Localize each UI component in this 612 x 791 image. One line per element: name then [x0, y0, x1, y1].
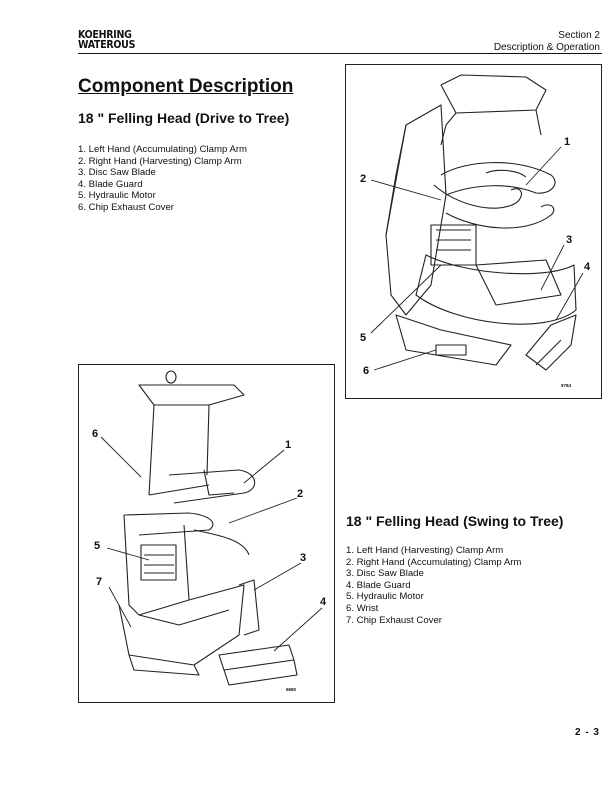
callout-5: 5: [94, 540, 100, 552]
figure-code: 9680: [286, 687, 297, 692]
list-item: 4. Blade Guard: [346, 579, 411, 591]
felling-head-drive-illustration: 1 2 3 4 5 6 9784: [360, 74, 591, 388]
callout-5: 5: [360, 332, 366, 344]
callout-4: 4: [584, 261, 591, 273]
list-item: 1. Left Hand (Harvesting) Clamp Arm: [346, 545, 504, 556]
section-title: Description & Operation: [493, 42, 600, 53]
callout-2: 2: [297, 488, 303, 500]
list-item: 5. Hydraulic Motor: [78, 190, 156, 202]
figure-code: 9784: [561, 383, 572, 388]
figure-drive-to-tree: 1 2 3 4 5 6 9784: [345, 64, 602, 399]
page-number: 2 - 3: [574, 727, 600, 738]
section-header: Section 2 Description & Operation: [494, 30, 600, 54]
callout-3: 3: [300, 552, 306, 564]
callout-6: 6: [92, 428, 98, 440]
section-number: Section 2: [558, 30, 600, 41]
drive-component-list: 1. Left Hand (Accumulating) Clamp Arm 2.…: [78, 144, 247, 214]
list-item: 4. Blade Guard: [78, 178, 143, 190]
list-item: 1. Left Hand (Accumulating) Clamp Arm: [78, 144, 248, 155]
list-item: 5. Hydraulic Motor: [346, 591, 424, 603]
list-item: 3. Disc Saw Blade: [346, 568, 424, 580]
list-item: 6. Wrist: [346, 602, 379, 614]
list-item: 6. Chip Exhaust Cover: [78, 201, 174, 213]
page-title: Component Description: [78, 76, 294, 97]
callout-3: 3: [566, 234, 572, 246]
list-item: 7. Chip Exhaust Cover: [346, 614, 442, 626]
logo-line-1: KOEHRING: [78, 29, 132, 41]
felling-head-swing-illustration: 6 1 2 5 3 7 4 9680: [92, 370, 327, 692]
company-logo: KOEHRING WATEROUS: [78, 29, 136, 51]
callout-7: 7: [96, 576, 102, 588]
swing-component-list: 1. Left Hand (Harvesting) Clamp Arm 2. R…: [346, 545, 521, 626]
callout-1: 1: [285, 439, 291, 451]
figure-swing-to-tree: 6 1 2 5 3 7 4 9680: [78, 364, 335, 703]
callout-6: 6: [363, 365, 369, 377]
swing-section-heading: 18 " Felling Head (Swing to Tree): [346, 513, 564, 529]
callout-4: 4: [320, 596, 327, 608]
list-item: 2. Right Hand (Accumulating) Clamp Arm: [346, 556, 522, 568]
logo-line-2: WATEROUS: [78, 39, 136, 51]
callout-2: 2: [360, 173, 366, 185]
drive-section-heading: 18 " Felling Head (Drive to Tree): [78, 110, 290, 126]
callout-1: 1: [564, 136, 570, 148]
list-item: 2. Right Hand (Harvesting) Clamp Arm: [78, 155, 242, 167]
header-divider: [78, 53, 602, 54]
list-item: 3. Disc Saw Blade: [78, 167, 156, 179]
